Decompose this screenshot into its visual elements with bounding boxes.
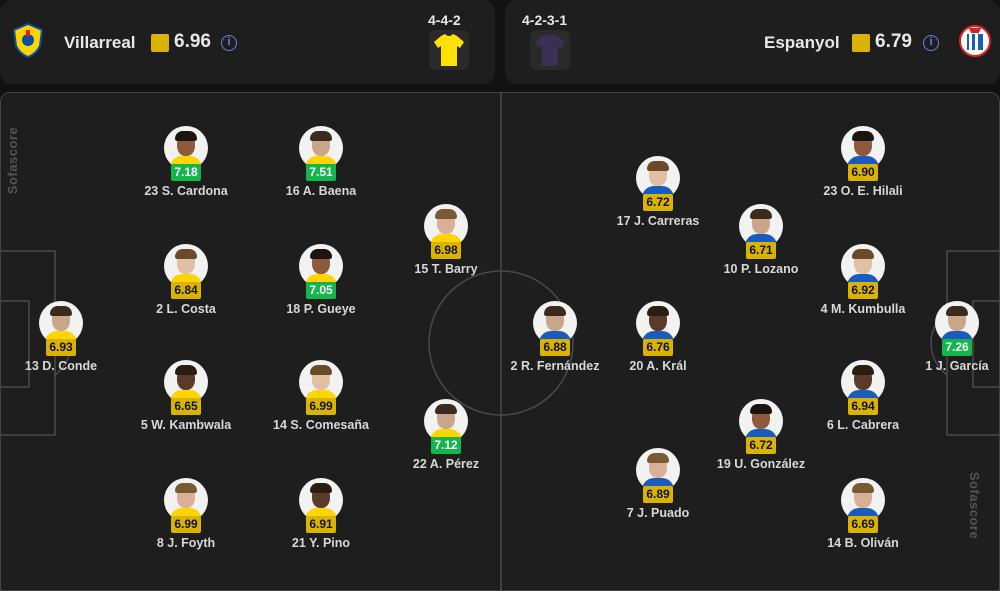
player-name: 20 A. Král bbox=[629, 359, 687, 373]
home-player[interactable]: 6.91 21 Y. Pino bbox=[256, 478, 386, 550]
player-name: 14 S. Comesaña bbox=[273, 418, 369, 432]
player-rating: 7.12 bbox=[431, 437, 461, 454]
player-avatar bbox=[841, 478, 885, 522]
away-player[interactable]: 6.92 4 M. Kumbulla bbox=[798, 244, 928, 316]
home-player[interactable]: 6.93 13 D. Conde bbox=[1, 301, 126, 373]
player-name: 6 L. Cabrera bbox=[826, 418, 900, 432]
player-name: 21 Y. Pino bbox=[291, 536, 351, 550]
away-team-rating-badge bbox=[852, 34, 870, 52]
away-formation: 4-2-3-1 bbox=[522, 12, 568, 28]
player-rating: 7.18 bbox=[171, 164, 201, 181]
player-name: 2 L. Costa bbox=[156, 302, 216, 316]
player-name: 18 P. Gueye bbox=[286, 302, 356, 316]
player-name: 15 T. Barry bbox=[414, 262, 478, 276]
player-avatar bbox=[739, 399, 783, 443]
player-name: 19 U. González bbox=[716, 457, 806, 471]
player-rating: 6.98 bbox=[431, 242, 461, 259]
player-name: 23 S. Cardona bbox=[144, 184, 228, 198]
home-player[interactable]: 7.18 23 S. Cardona bbox=[121, 126, 251, 198]
player-rating: 7.26 bbox=[942, 339, 972, 356]
home-player[interactable]: 7.12 22 A. Pérez bbox=[381, 399, 511, 471]
player-rating: 6.76 bbox=[643, 339, 673, 356]
away-player[interactable]: 6.76 20 A. Král bbox=[593, 301, 723, 373]
player-rating: 6.72 bbox=[643, 194, 673, 211]
player-rating: 6.71 bbox=[746, 242, 776, 259]
home-player[interactable]: 6.99 14 S. Comesaña bbox=[256, 360, 386, 432]
player-name: 16 A. Baena bbox=[285, 184, 357, 198]
sofascore-watermark: Sofascore bbox=[5, 126, 21, 195]
away-player[interactable]: 6.69 14 B. Oliván bbox=[798, 478, 928, 550]
player-rating: 7.05 bbox=[306, 282, 336, 299]
player-name: 10 P. Lozano bbox=[723, 262, 799, 276]
away-jersey-icon bbox=[530, 30, 570, 70]
player-rating: 6.93 bbox=[46, 339, 76, 356]
home-jersey-icon bbox=[429, 30, 469, 70]
player-rating: 6.89 bbox=[643, 486, 673, 503]
away-player[interactable]: 6.72 19 U. González bbox=[696, 399, 826, 471]
player-avatar bbox=[841, 126, 885, 170]
away-team-header: 4-2-3-1 Espanyol 6.79 i bbox=[505, 0, 1000, 84]
player-rating: 6.72 bbox=[746, 437, 776, 454]
pitch: Sofascore Sofascore 6.93 13 D. Conde 7.18 2… bbox=[0, 92, 1000, 591]
away-player[interactable]: 7.26 1 J. García bbox=[892, 301, 999, 373]
away-player[interactable]: 6.89 7 J. Puado bbox=[593, 448, 723, 520]
player-avatar bbox=[424, 399, 468, 443]
player-avatar bbox=[533, 301, 577, 345]
player-rating: 6.99 bbox=[306, 398, 336, 415]
home-player[interactable]: 7.05 18 P. Gueye bbox=[256, 244, 386, 316]
player-avatar bbox=[39, 301, 83, 345]
player-rating: 6.69 bbox=[848, 516, 878, 533]
home-team-name[interactable]: Villarreal bbox=[64, 33, 136, 52]
player-rating: 6.91 bbox=[306, 516, 336, 533]
player-rating: 6.99 bbox=[171, 516, 201, 533]
player-name: 23 O. E. Hilali bbox=[823, 184, 903, 198]
home-team-rating-badge bbox=[151, 34, 169, 52]
player-rating: 6.92 bbox=[848, 282, 878, 299]
info-icon[interactable]: i bbox=[221, 35, 237, 51]
player-name: 13 D. Conde bbox=[24, 359, 98, 373]
player-name: 8 J. Foyth bbox=[156, 536, 216, 550]
player-avatar bbox=[164, 244, 208, 288]
player-rating: 6.90 bbox=[848, 164, 878, 181]
away-team-name[interactable]: Espanyol bbox=[764, 33, 840, 52]
player-name: 5 W. Kambwala bbox=[140, 418, 232, 432]
player-name: 2 R. Fernández bbox=[510, 359, 600, 373]
home-player[interactable]: 6.99 8 J. Foyth bbox=[121, 478, 251, 550]
player-name: 1 J. García bbox=[925, 359, 989, 373]
player-name: 22 A. Pérez bbox=[412, 457, 480, 471]
player-name: 7 J. Puado bbox=[626, 506, 690, 520]
espanyol-crest-icon bbox=[959, 25, 991, 57]
home-player[interactable]: 6.84 2 L. Costa bbox=[121, 244, 251, 316]
away-player[interactable]: 6.94 6 L. Cabrera bbox=[798, 360, 928, 432]
player-rating: 6.94 bbox=[848, 398, 878, 415]
away-team-rating: 6.79 bbox=[875, 31, 912, 52]
home-player[interactable]: 7.51 16 A. Baena bbox=[256, 126, 386, 198]
home-player[interactable]: 6.65 5 W. Kambwala bbox=[121, 360, 251, 432]
away-player[interactable]: 6.90 23 O. E. Hilali bbox=[798, 126, 928, 198]
player-rating: 6.65 bbox=[171, 398, 201, 415]
player-name: 17 J. Carreras bbox=[616, 214, 700, 228]
away-player[interactable]: 6.71 10 P. Lozano bbox=[696, 204, 826, 276]
player-name: 14 B. Oliván bbox=[827, 536, 899, 550]
info-icon[interactable]: i bbox=[923, 35, 939, 51]
home-team-header: Villarreal 6.96 i 4-4-2 bbox=[0, 0, 495, 84]
home-formation: 4-4-2 bbox=[428, 12, 461, 28]
player-name: 4 M. Kumbulla bbox=[820, 302, 906, 316]
player-avatar bbox=[636, 156, 680, 200]
player-rating: 6.84 bbox=[171, 282, 201, 299]
sofascore-watermark: Sofascore bbox=[967, 471, 983, 540]
away-player[interactable]: 6.88 2 R. Fernández bbox=[490, 301, 620, 373]
home-team-rating: 6.96 bbox=[174, 31, 211, 52]
player-rating: 7.51 bbox=[306, 164, 336, 181]
player-rating: 6.88 bbox=[540, 339, 570, 356]
player-avatar bbox=[424, 204, 468, 248]
away-player[interactable]: 6.72 17 J. Carreras bbox=[593, 156, 723, 228]
home-player[interactable]: 6.98 15 T. Barry bbox=[381, 204, 511, 276]
villarreal-crest-icon bbox=[12, 22, 44, 58]
